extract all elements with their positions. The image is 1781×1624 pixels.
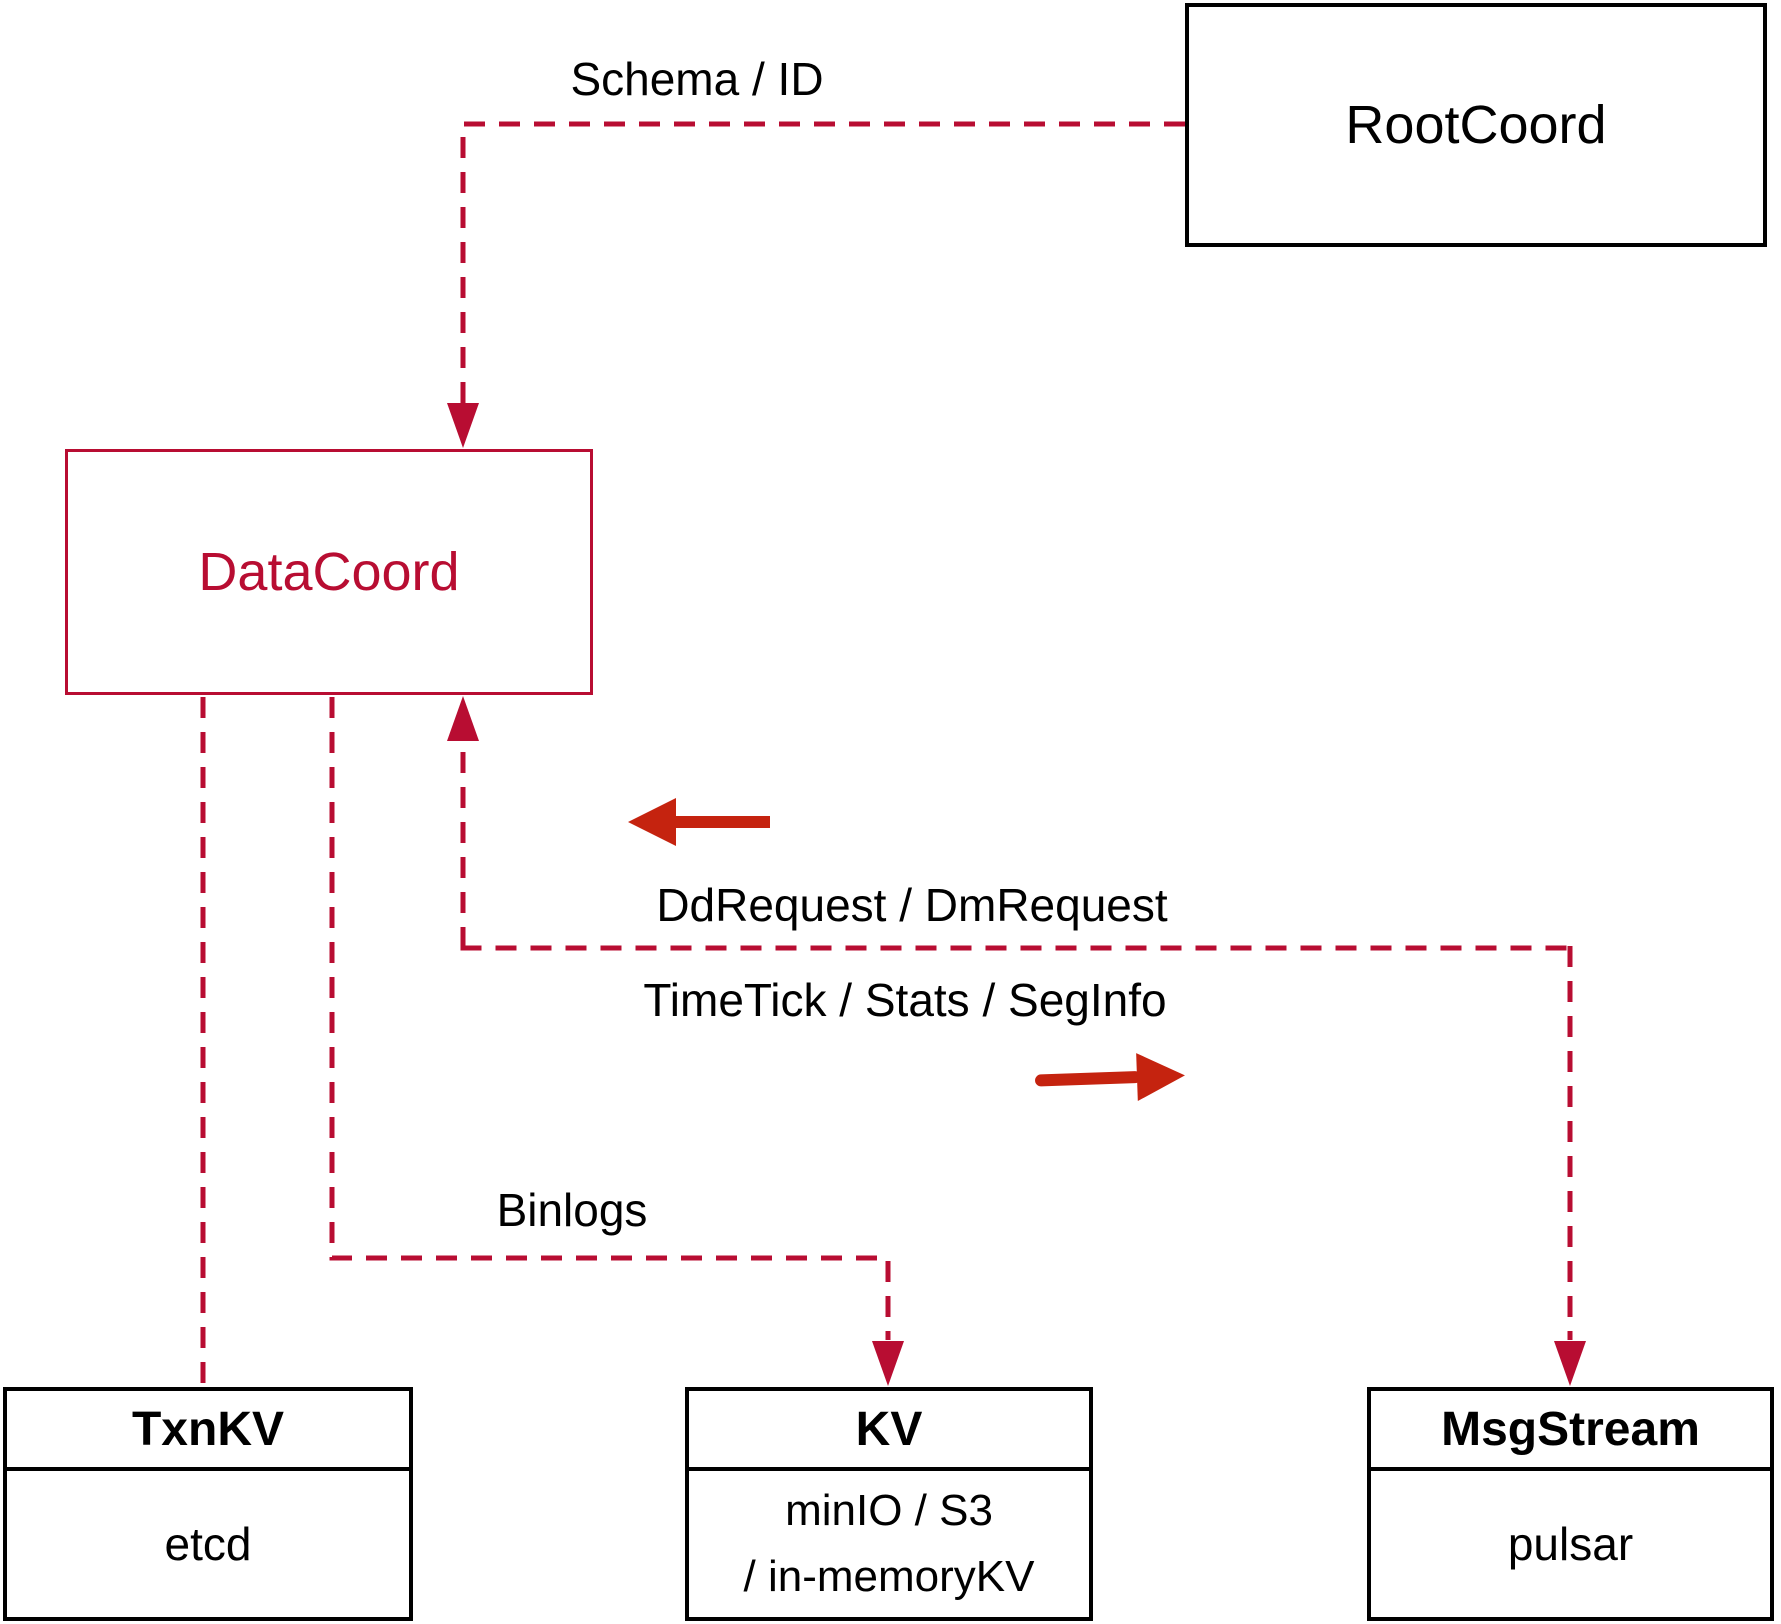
- node-rootcoord-label: RootCoord: [1345, 95, 1607, 155]
- node-msgstream-body: pulsar: [1507, 1517, 1634, 1570]
- arrowhead-into-datacoord-top-icon: [447, 403, 479, 448]
- node-txnkv: TxnKV etcd: [3, 1387, 413, 1621]
- edge-label-ddrequest-dmrequest: DdRequest / DmRequest: [656, 879, 1168, 931]
- arrowhead-into-datacoord-bottom-icon: [447, 696, 479, 741]
- flow-left-arrow-icon: [628, 798, 770, 846]
- edge-label-timetick-stats-seginfo: TimeTick / Stats / SegInfo: [643, 974, 1167, 1026]
- binlogs-connector: [329, 697, 891, 1340]
- schema-id-connector: [460, 121, 1185, 438]
- node-kv-title: KV: [689, 1391, 1089, 1471]
- node-datacoord-label: DataCoord: [198, 542, 460, 602]
- edge-label-binlogs: Binlogs: [496, 1184, 648, 1236]
- edge-label-schema-id: Schema / ID: [570, 53, 824, 105]
- arrowhead-into-kv-icon: [872, 1341, 904, 1386]
- node-msgstream-title: MsgStream: [1371, 1391, 1770, 1471]
- arrowhead-into-msgstream-icon: [1554, 1341, 1586, 1386]
- node-kv-body-line2: / in-memoryKV: [743, 1552, 1035, 1601]
- node-kv-body-line1: minIO / S3: [785, 1486, 993, 1535]
- node-msgstream: MsgStream pulsar: [1367, 1387, 1774, 1621]
- node-rootcoord: RootCoord: [1185, 3, 1767, 247]
- node-txnkv-body: etcd: [164, 1517, 252, 1570]
- node-txnkv-title: TxnKV: [7, 1391, 409, 1471]
- node-kv: KV minIO / S3 / in-memoryKV: [685, 1387, 1093, 1621]
- flow-right-arrow-icon: [1035, 1053, 1185, 1102]
- node-datacoord: DataCoord: [65, 449, 593, 695]
